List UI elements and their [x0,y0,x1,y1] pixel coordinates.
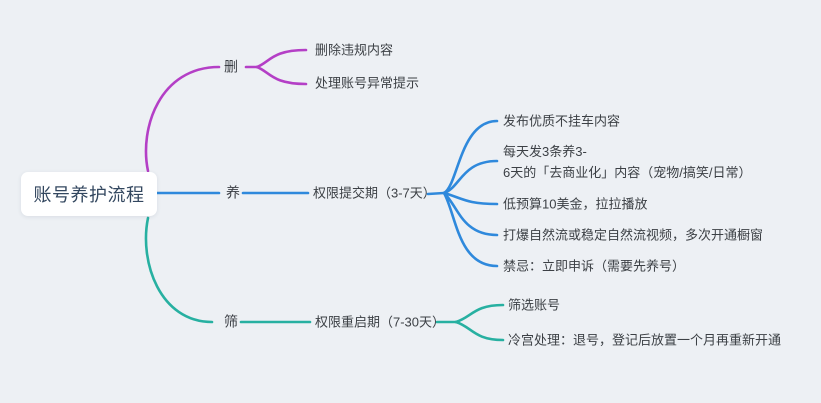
node-daily-decommercialized-content-line-2: 6天的「去商业化」内容（宠物/搞笑/日常） [503,165,752,180]
connector-period-out [426,191,446,196]
connector-restart-to-leaf-2 [454,320,505,342]
node-delete[interactable]: 删 [224,58,238,75]
connector-root-to-delete [144,65,221,173]
node-publish-quality-content[interactable]: 发布优质不挂车内容 [503,113,621,129]
connector-root-to-sift [144,216,214,324]
connector-period-to-leaf-1 [442,119,499,195]
connector-delete-to-child-1 [255,48,308,69]
connector-period-to-leaf-5 [442,191,499,268]
node-permission-submit-period[interactable]: 权限提交期（3-7天） [313,185,436,201]
connector-period-to-leaf-4 [442,191,499,237]
root-node[interactable]: 账号养护流程 [21,172,157,216]
connector-period-to-leaf-2 [442,159,499,195]
node-nurture[interactable]: 养 [226,184,240,201]
node-handle-account-abnormal-prompt[interactable]: 处理账号异常提示 [315,75,420,91]
node-daily-decommercialized-content[interactable]: 每天发3条养3- 6天的「去商业化」内容（宠物/搞笑/日常） [503,141,751,183]
node-cold-palace-handling[interactable]: 冷宫处理：退号，登记后放置一个月再重新开通 [508,332,782,348]
node-permission-restart-period[interactable]: 权限重启期（7-30天） [315,314,446,330]
node-sift[interactable]: 筛 [224,313,238,330]
node-screen-accounts[interactable]: 筛选账号 [508,297,561,313]
node-delete-violating-content[interactable]: 删除违规内容 [315,42,394,58]
root-node-label: 账号养护流程 [33,185,145,205]
node-daily-decommercialized-content-line-1: 每天发3条养3- [503,144,587,159]
node-organic-traffic-showcase[interactable]: 打爆自然流或稳定自然流视频，多次开通橱窗 [503,227,764,243]
connector-period-to-leaf-3 [442,191,499,206]
node-taboo-immediate-appeal[interactable]: 禁忌：立即申诉（需要先养号） [503,258,686,274]
connector-restart-to-leaf-1 [454,303,505,324]
node-low-budget-boost[interactable]: 低预算10美金，拉拉播放 [503,196,648,212]
connector-delete-to-child-2 [255,65,308,86]
